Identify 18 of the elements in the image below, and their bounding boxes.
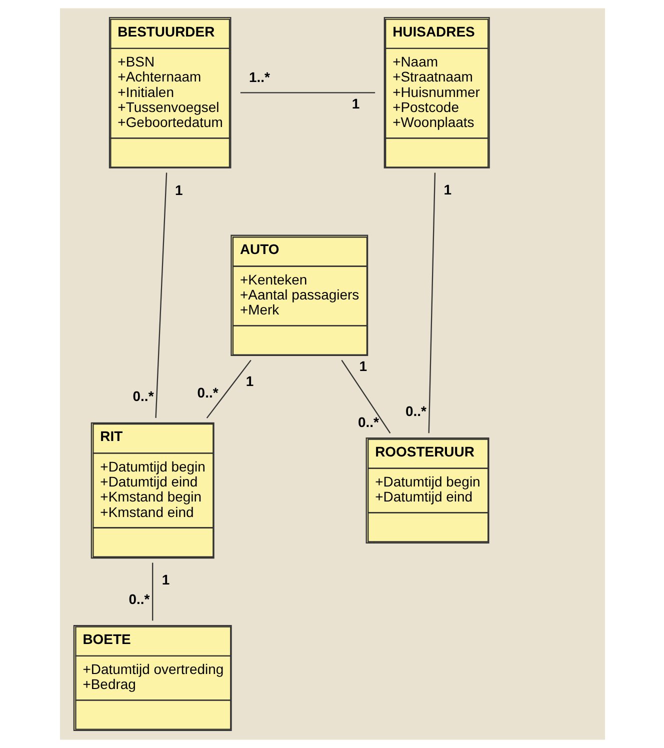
connector: [428, 172, 436, 434]
label: 1..*: [248, 68, 270, 85]
label: 0..*: [404, 403, 426, 420]
label: 0..*: [132, 388, 154, 404]
label: 0..*: [128, 591, 150, 608]
label: 1: [245, 372, 254, 389]
label: 1: [443, 182, 452, 198]
connector: [152, 562, 153, 621]
connector: [154, 172, 167, 418]
label: 1: [174, 182, 182, 198]
connector: [206, 360, 251, 418]
label: 1: [358, 358, 367, 374]
connector: [340, 360, 390, 434]
label: 1: [351, 95, 360, 112]
label: 0..*: [196, 384, 218, 400]
connector: [240, 92, 375, 94]
label: 1: [161, 571, 170, 588]
label: 0..*: [358, 414, 379, 430]
